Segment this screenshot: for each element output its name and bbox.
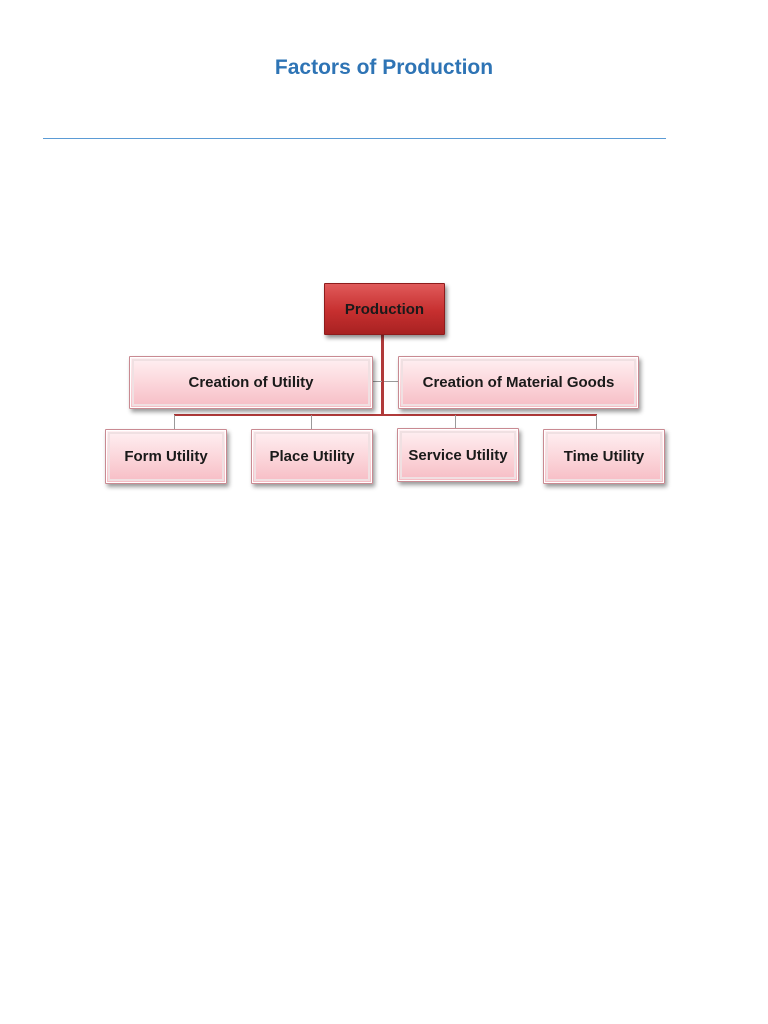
connector-level3-bus [174, 414, 597, 416]
title-underline [43, 138, 666, 139]
node-place-utility: Place Utility [251, 429, 373, 484]
node-creation-of-utility: Creation of Utility [129, 356, 373, 409]
page-title: Factors of Production [274, 56, 494, 79]
node-form-utility: Form Utility [105, 429, 227, 484]
connector-to-creation-of-utility [372, 381, 382, 382]
node-production: Production [324, 283, 445, 335]
connector-to-time-utility [596, 415, 597, 429]
node-time-utility: Time Utility [543, 429, 665, 484]
connector-to-form-utility [174, 415, 175, 429]
connector-root-trunk [381, 334, 384, 415]
connector-to-service-utility [455, 415, 456, 428]
node-service-utility: Service Utility [397, 428, 519, 482]
connector-to-place-utility [311, 415, 312, 429]
connector-to-creation-of-material-goods [384, 381, 398, 382]
node-creation-of-material-goods: Creation of Material Goods [398, 356, 639, 409]
